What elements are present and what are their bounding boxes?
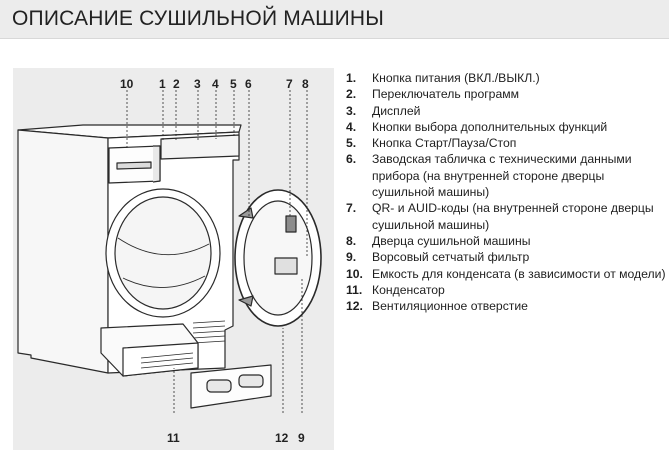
legend-number: 12.: [346, 299, 363, 314]
legend-item: 4. Кнопки выбора дополнительных функций: [346, 119, 666, 135]
legend-item: 10. Емкость для конденсата (в зависимости…: [346, 266, 666, 282]
callout-1: 1: [159, 77, 166, 91]
qr-code-label: [285, 215, 297, 233]
callout-11: 11: [167, 431, 180, 445]
legend-text: Дверца сушильной машины: [372, 233, 531, 248]
legend-number: 2.: [346, 87, 357, 102]
legend-text: Переключатель программ: [372, 87, 519, 102]
dryer-side-panel: [17, 129, 109, 374]
lint-filter: [274, 257, 298, 275]
callout-7: 7: [286, 77, 293, 91]
parts-legend: 1. Кнопка питания (ВКЛ./ВЫКЛ.) 2. Переключ…: [346, 70, 666, 314]
legend-number: 3.: [346, 103, 357, 118]
legend-item: 5. Кнопка Старт/Пауза/Стоп: [346, 135, 666, 151]
legend-number: 4.: [346, 119, 357, 134]
legend-item: 7. QR- и AUID-коды (на внутренней стороне…: [346, 200, 666, 233]
legend-item: 2. Переключатель программ: [346, 86, 666, 102]
legend-text: Кнопка питания (ВКЛ./ВЫКЛ.): [372, 71, 540, 85]
ventilation-grille: [192, 320, 226, 344]
legend-item: 9. Ворсовый сетчатый фильтр: [346, 249, 666, 265]
callout-3: 3: [194, 77, 201, 91]
legend-item: 1. Кнопка питания (ВКЛ./ВЫКЛ.): [346, 70, 666, 86]
legend-text: Дисплей: [372, 103, 421, 118]
legend-number: 1.: [346, 71, 357, 85]
callout-12: 12: [275, 431, 289, 445]
callout-8: 8: [302, 77, 309, 91]
legend-number: 11.: [346, 282, 363, 297]
header-bar: ОПИСАНИЕ СУШИЛЬНОЙ МАШИНЫ: [0, 0, 669, 39]
dryer-illustration: [17, 90, 322, 413]
legend-item: 3. Дисплей: [346, 103, 666, 119]
page-title: ОПИСАНИЕ СУШИЛЬНОЙ МАШИНЫ: [12, 7, 385, 30]
legend-item: 11. Конденсатор: [346, 282, 666, 298]
legend-number: 10.: [346, 266, 363, 281]
callout-5: 5: [230, 77, 237, 91]
legend-number: 7.: [346, 201, 357, 216]
callout-10: 10: [120, 77, 134, 91]
legend-number: 5.: [346, 136, 357, 151]
callout-2: 2: [173, 77, 180, 91]
legend-item: 8. Дверца сушильной машины: [346, 233, 666, 249]
legend-text: Ворсовый сетчатый фильтр: [372, 250, 530, 265]
callout-9: 9: [298, 431, 305, 445]
legend-number: 9.: [346, 250, 357, 265]
legend-item: 12. Вентиляционное отверстие: [346, 298, 666, 314]
callout-leaders: [126, 90, 308, 413]
legend-text: Вентиляционное отверстие: [372, 299, 528, 314]
legend-text: Кнопки выбора дополнительных функций: [372, 119, 608, 134]
legend-text: Кнопка Старт/Пауза/Стоп: [372, 136, 517, 151]
legend-number: 6.: [346, 152, 357, 167]
legend-text: Заводская табличка с техническими данным…: [372, 152, 632, 200]
legend-number: 8.: [346, 233, 357, 248]
callout-4: 4: [212, 77, 219, 91]
control-panel: [160, 134, 240, 160]
legend-text: Емкость для конденсата (в зависимости от…: [372, 266, 666, 281]
legend-text: QR- и AUID-коды (на внутренней стороне д…: [372, 201, 654, 232]
legend-item: 6. Заводская табличка с техническими данн…: [346, 151, 666, 200]
legend-text: Конденсатор: [372, 282, 445, 297]
callout-6: 6: [245, 77, 252, 91]
